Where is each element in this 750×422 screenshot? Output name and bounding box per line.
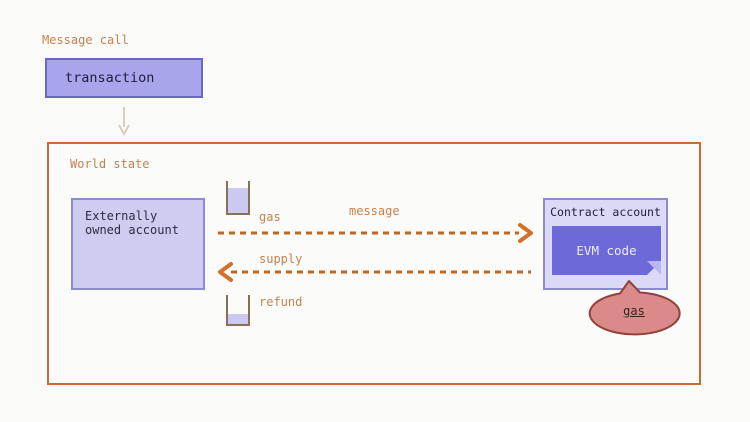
externally-owned-account-box: Externally owned account <box>71 198 205 290</box>
eoa-label-line2: owned account <box>85 223 179 237</box>
transaction-label: transaction <box>65 70 155 86</box>
eoa-label-line1: Externally <box>85 209 158 223</box>
refund-label: refund <box>259 295 303 309</box>
world-state-label: World state <box>70 157 150 171</box>
evm-code-folded-corner <box>647 261 661 275</box>
refund-cup-fill <box>228 313 248 324</box>
diagram-title: Message call <box>42 33 129 47</box>
transaction-flow-arrow <box>118 107 130 137</box>
gas-supply-cup-icon <box>226 181 250 215</box>
transaction-box: transaction <box>45 58 203 98</box>
gas-supply-label: gas supply <box>259 182 302 294</box>
evm-code-label: EVM code <box>576 243 637 258</box>
evm-code-box: EVM code <box>552 226 661 275</box>
contract-account-label: Contract account <box>550 205 661 219</box>
gas-balloon-label: gas <box>623 304 645 318</box>
message-label: message <box>349 204 400 218</box>
contract-account-box: Contract account EVM code <box>543 198 668 290</box>
refund-cup-icon <box>226 295 250 326</box>
gas-supply-label-line2: supply <box>259 252 303 266</box>
gas-supply-cup-fill <box>228 188 248 213</box>
gas-supply-label-line1: gas <box>259 210 281 224</box>
